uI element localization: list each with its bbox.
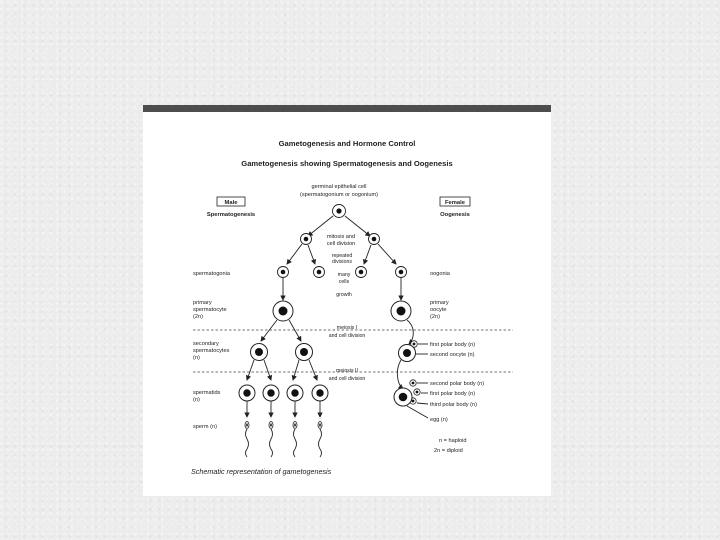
first-polar-body-label: first polar body (n) — [430, 342, 475, 348]
secondary-spermatocyte-label-1: secondary — [193, 341, 219, 347]
arrow-to-spermatid-1 — [245, 359, 255, 381]
sperm-2 — [268, 421, 274, 458]
spermatids-label-1: spermatids — [193, 390, 221, 396]
meiosis-1-label-2: and cell division — [329, 333, 366, 339]
oogonia-label: oogonia — [430, 271, 451, 277]
primary-oocyte-label-1: primary — [430, 300, 449, 306]
sperm-1 — [244, 421, 250, 458]
first-polar-body-2-nucleus — [415, 390, 419, 394]
arrow-to-secondary-oocyte — [406, 319, 415, 345]
mitosis-label-1: mitosis and — [327, 234, 355, 240]
arrow-top-to-right — [344, 215, 371, 237]
secondary-spermatocyte-nucleus-2 — [300, 348, 308, 356]
arrow-top-to-left — [307, 215, 334, 237]
secondary-spermatocyte-label-2: spermatocytes — [193, 348, 230, 354]
arrow-to-spermatid-3 — [291, 359, 300, 381]
diagram-subtitle: Gametogenesis showing Spermatogenesis an… — [241, 159, 452, 168]
second-oocyte-label: second oocyte (n) — [430, 352, 475, 358]
diagram-figure: Gametogenesis and Hormone Control Gameto… — [143, 112, 551, 496]
slide-header-bar — [143, 105, 551, 112]
repeated-label-1: repeated — [332, 253, 353, 259]
first-polar-body-nucleus — [412, 342, 416, 346]
first-polar-body-2-label: first polar body (n) — [430, 391, 475, 397]
primary-spermatocyte-nucleus — [278, 306, 288, 316]
egg-pointer — [406, 405, 429, 419]
primary-oocyte-nucleus — [396, 306, 406, 316]
arrow-to-secondary-2 — [288, 319, 302, 342]
legend-diploid: 2n = diploid — [434, 448, 463, 454]
germinal-cell-nucleus — [336, 208, 342, 214]
growth-label: growth — [336, 292, 352, 298]
third-polar-body-label: third polar body (n) — [430, 402, 477, 408]
meiosis-2-label-1: meiosis II — [336, 368, 358, 374]
arrow-to-spermatid-2 — [263, 359, 273, 381]
spermatid-nucleus-3 — [291, 389, 299, 397]
egg-label: egg (n) — [430, 417, 448, 423]
cells-label: cells — [339, 279, 350, 285]
sperm-3 — [292, 421, 298, 458]
meiosis-1-label-1: meiosis I — [337, 325, 357, 331]
oogonium-nucleus-2 — [398, 269, 404, 275]
repeated-label-2: divisions — [332, 259, 352, 265]
mitosis-label-2: cell division — [327, 241, 356, 247]
arrow-left-inner — [307, 244, 316, 265]
egg-nucleus — [398, 392, 408, 402]
arrow-right-outer — [377, 243, 397, 265]
primary-spermatocyte-label-2: spermatocyte — [193, 307, 227, 313]
arrow-left-outer — [286, 243, 303, 265]
spermatogonium-nucleus-1 — [280, 269, 286, 275]
sperm-4 — [317, 421, 323, 458]
many-label: many — [338, 272, 351, 278]
arrow-to-spermatid-4 — [308, 359, 318, 381]
oogonium-nucleus-1 — [358, 269, 364, 275]
second-polar-body-label: second polar body (n) — [430, 381, 484, 387]
female-label: Female — [445, 200, 466, 206]
primary-spermatocyte-label-1: primary — [193, 300, 212, 306]
male-label: Male — [225, 200, 239, 206]
arrow-right-inner — [363, 244, 372, 265]
oogenesis-label: Oogenesis — [440, 212, 470, 218]
left-daughter-nucleus — [303, 236, 309, 242]
primary-spermatocyte-label-3: (2n) — [193, 314, 203, 320]
legend-haploid: n = haploid — [439, 438, 467, 444]
female-box — [439, 196, 471, 207]
primary-oocyte-label-2: oocyte — [430, 307, 446, 313]
third-polar-body-nucleus — [411, 399, 415, 403]
spermatid-nucleus-2 — [267, 389, 275, 397]
third-polar-pointer — [416, 402, 429, 405]
male-box — [216, 196, 246, 207]
spermatids-label-2: (n) — [193, 397, 200, 403]
arrow-to-egg — [396, 359, 404, 390]
spermatogonia-label: spermatogonia — [193, 271, 231, 277]
right-daughter-nucleus — [371, 236, 377, 242]
arrow-to-secondary-1 — [260, 319, 278, 342]
second-polar-body-nucleus — [411, 381, 415, 385]
meiosis-2-label-2: and cell division — [329, 376, 366, 382]
figure-caption: Schematic representation of gametogenesi… — [191, 467, 332, 476]
secondary-spermatocyte-label-3: (n) — [193, 355, 200, 361]
sperm-label: sperm (n) — [193, 424, 217, 430]
spermatogenesis-label: Spermatogenesis — [207, 212, 255, 218]
spermatid-nucleus-1 — [243, 389, 251, 397]
gametogenesis-diagram: Gametogenesis and Hormone Control Gameto… — [191, 139, 513, 476]
top-cell-label-1: germinal epithelial cell — [311, 184, 366, 190]
secondary-spermatocyte-nucleus-1 — [255, 348, 263, 356]
spermatogonium-nucleus-2 — [316, 269, 322, 275]
spermatid-nucleus-4 — [316, 389, 324, 397]
secondary-oocyte-nucleus — [403, 349, 411, 357]
diagram-title: Gametogenesis and Hormone Control — [279, 139, 416, 148]
top-cell-label-2: (spermatogonium or oogonium) — [300, 192, 378, 198]
primary-oocyte-label-3: (2n) — [430, 314, 440, 320]
